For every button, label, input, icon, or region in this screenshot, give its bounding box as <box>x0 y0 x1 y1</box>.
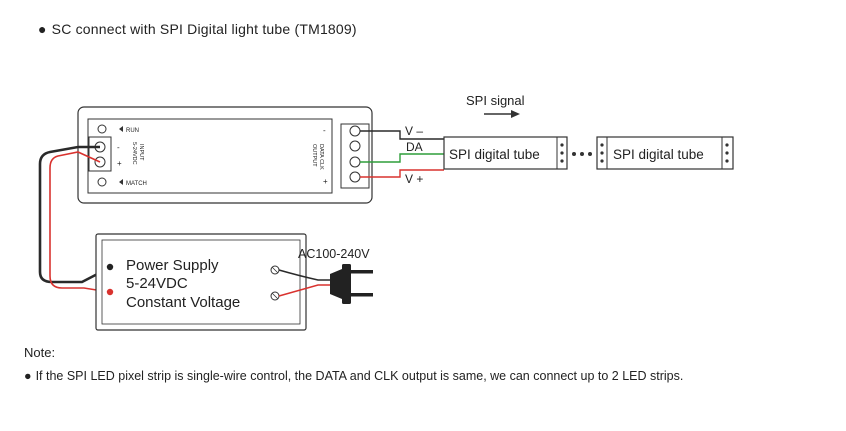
output-minus-sign: - <box>323 126 326 135</box>
heading-bullet: ● <box>38 21 47 37</box>
controller: RUN MATCH - + 5-24VDC INPUT OUTPUT DATA … <box>77 106 373 204</box>
signal-arrow-icon <box>484 110 520 118</box>
spi-tube-2-body <box>596 136 734 170</box>
output-terminal-screw-1 <box>349 125 361 137</box>
wire-v-plus <box>360 169 444 178</box>
psu-terminal-positive <box>106 288 114 296</box>
output-label-name: OUTPUT <box>311 144 317 167</box>
spi-tube-1-label: SPI digital tube <box>449 147 540 162</box>
spi-tube-2: SPI digital tube <box>596 136 734 170</box>
output-plus-sign: + <box>323 177 328 186</box>
spi-tube-1: SPI digital tube <box>443 136 568 170</box>
output-wires: V – DA V + <box>360 124 444 186</box>
match-button[interactable] <box>97 177 107 187</box>
run-button[interactable] <box>97 124 107 134</box>
match-arrow-icon <box>119 179 123 185</box>
continuation-ellipsis <box>572 152 592 156</box>
spi-signal-label: SPI signal <box>466 93 525 108</box>
ac-wire-black <box>278 269 330 281</box>
spi-tube-1-body <box>443 136 568 170</box>
output-terminal-screw-3 <box>349 156 361 168</box>
note-text: If the SPI LED pixel strip is single-wir… <box>35 369 684 383</box>
input-terminal-block <box>88 136 112 172</box>
heading-text: SC connect with SPI Digital light tube (… <box>51 21 357 37</box>
output-terminal-screw-4 <box>349 171 361 183</box>
ac-wire-red <box>278 284 330 297</box>
ac-plug-icon <box>330 264 373 304</box>
note-title: Note: <box>24 345 56 360</box>
spi-tube-2-label: SPI digital tube <box>613 147 704 162</box>
power-wire-black <box>38 145 110 284</box>
ac-input: AC100-240V <box>278 247 373 304</box>
power-supply-outer <box>95 233 307 331</box>
input-minus-sign: - <box>117 143 120 152</box>
output-terminal-screw-2 <box>349 140 361 152</box>
power-wires <box>38 145 110 293</box>
note-item: ●If the SPI LED pixel strip is single-wi… <box>24 369 683 383</box>
wire-label-v-plus: V + <box>405 172 423 186</box>
controller-inner-panel <box>87 118 333 194</box>
ac-voltage-label: AC100-240V <box>298 247 370 261</box>
page-heading: ●SC connect with SPI Digital light tube … <box>38 21 357 37</box>
wire-data <box>360 153 444 163</box>
note-bullet: ● <box>24 369 32 383</box>
power-wire-red <box>49 151 110 293</box>
run-label: RUN <box>126 128 139 134</box>
power-supply: Power Supply 5-24VDC Constant Voltage <box>95 233 307 331</box>
psu-line-2: 5-24VDC <box>126 275 188 292</box>
psu-terminal-negative <box>106 263 114 271</box>
wire-label-v-minus: V – <box>405 124 423 138</box>
input-plus-sign: + <box>117 159 122 168</box>
output-label-pins: DATA CLK <box>318 144 324 170</box>
input-label-voltage: 5-24VDC <box>131 142 137 165</box>
wire-label-data: DA <box>406 140 423 154</box>
wire-v-minus <box>360 130 444 140</box>
psu-line-3: Constant Voltage <box>126 294 240 311</box>
power-supply-inner <box>101 239 301 325</box>
run-arrow-icon <box>119 126 123 132</box>
input-label-name: INPUT <box>138 144 144 161</box>
psu-line-1: Power Supply <box>126 257 219 274</box>
match-label: MATCH <box>126 181 147 187</box>
